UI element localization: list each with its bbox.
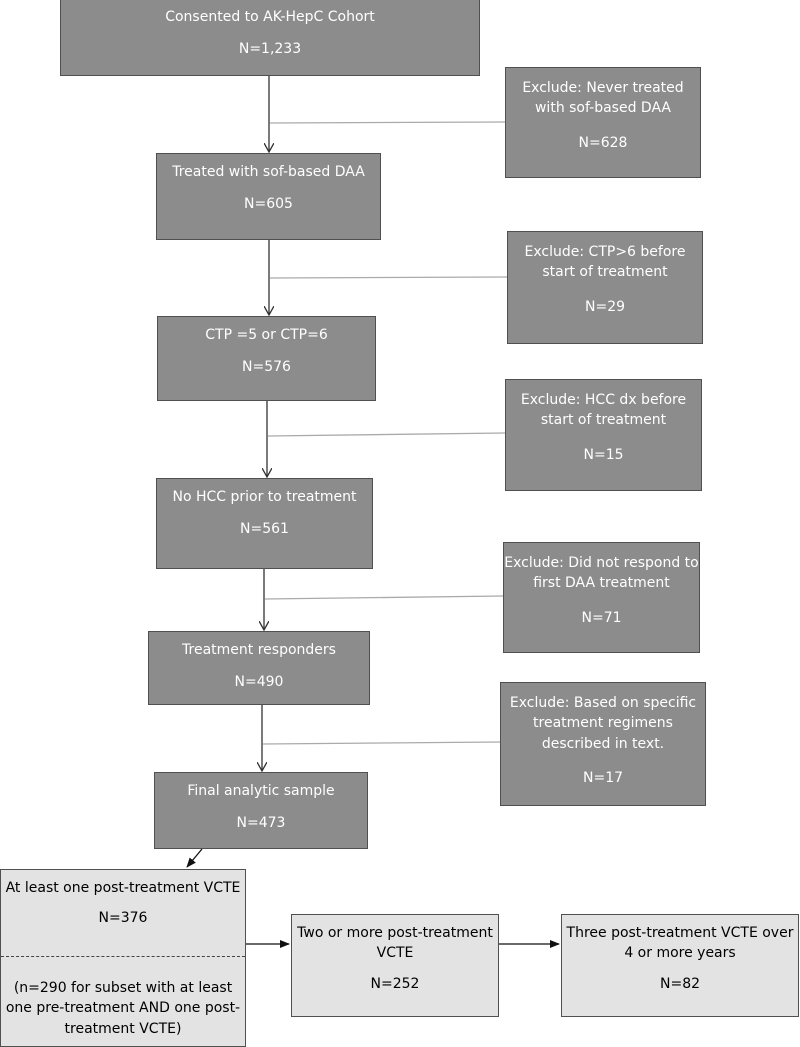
box-treated: Treated with sof-based DAA N=605 <box>156 153 381 240</box>
exclusion-line-5 <box>262 741 501 745</box>
box-final-sample: Final analytic sample N=473 <box>154 772 368 849</box>
dashed-divider <box>1 956 245 957</box>
exclusion-line-3 <box>267 432 506 437</box>
box-responders: Treatment responders N=490 <box>148 631 370 705</box>
box-exclude-nonresponders: Exclude: Did not respond to first DAA tr… <box>503 542 700 653</box>
box-ctp: CTP =5 or CTP=6 N=576 <box>157 316 376 401</box>
box-exclude-regimens: Exclude: Based on specific treatment reg… <box>500 682 706 806</box>
exclusion-line-2 <box>269 276 508 279</box>
box-two-post-vcte: Two or more post-treatment VCTE N=252 <box>291 914 499 1017</box>
box-consented: Consented to AK-HepC Cohort N=1,233 <box>60 0 480 76</box>
subset-note: (n=290 for subset with at least one pre-… <box>5 980 241 1037</box>
box-no-hcc: No HCC prior to treatment N=561 <box>156 478 373 569</box>
exclusion-line-4 <box>264 595 504 600</box>
box-exclude-hcc: Exclude: HCC dx before start of treatmen… <box>505 379 702 491</box>
box-exclude-ctp: Exclude: CTP>6 before start of treatment… <box>507 231 703 344</box>
arrow-6 <box>186 848 203 868</box>
box-exclude-never-treated: Exclude: Never treated with sof-based DA… <box>505 67 701 178</box>
box-three-post-vcte: Three post-treatment VCTE over 4 or more… <box>561 914 799 1017</box>
exclusion-line-1 <box>269 121 506 124</box>
box-one-post-vcte: At least one post-treatment VCTE N=376 (… <box>0 869 246 1047</box>
